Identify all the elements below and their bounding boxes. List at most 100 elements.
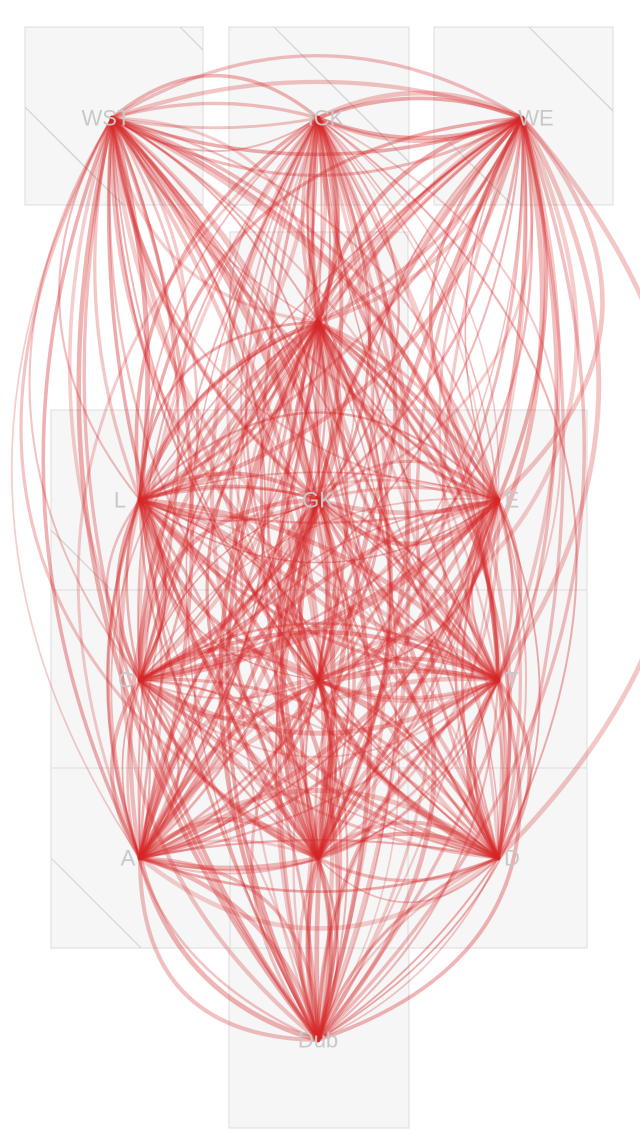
flow-line-n2-n12-1: [315, 115, 411, 861]
flow-line-n13-n4-1: [316, 320, 500, 860]
flow-line-n7-n4-1: [315, 319, 501, 503]
tile-texture-n11: [51, 857, 142, 948]
region-tile-n13: [407, 767, 588, 949]
flow-line-n3-n14-0: [275, 117, 523, 1041]
flow-line-n6-n14-0: [274, 498, 320, 1042]
flow-line-n8-n10-1: [137, 629, 501, 683]
flow-line-n8-n3-1: [139, 117, 523, 681]
flow-line-n9-n4-1: [266, 320, 320, 682]
flow-line-n1-n14-1: [109, 115, 373, 1043]
flow-line-n5-n14-1: [138, 498, 320, 1042]
flow-line-n4-n14-1: [317, 321, 398, 1041]
flow-line-n10-n7-1: [470, 498, 500, 682]
flow-line-n11-n6-0: [138, 498, 320, 860]
flow-line-n5-n8-0: [105, 498, 142, 682]
flow-line-n7-n10-0: [464, 497, 501, 683]
flow-line-n1-n9-0: [110, 116, 320, 682]
flow-line-n14-n2-0: [315, 115, 411, 1043]
flow-line-n4-n12-1: [317, 321, 392, 859]
flow-line-n7-n8-1: [137, 497, 501, 683]
flow-line-n3-n1-0: [110, 54, 524, 120]
flow-line-n3-n10-0: [372, 117, 523, 681]
flow-line-n8-n4-1: [137, 319, 321, 683]
flow-line-n4-n11-0: [110, 321, 319, 859]
flow-line-n12-n6-1: [279, 498, 320, 860]
flow-line-n4-n13-0: [267, 320, 500, 860]
flow-line-n4-n6-0: [300, 321, 319, 501]
flow-line-n9-n5-1: [138, 498, 320, 682]
flow-line-n1-n6-0: [109, 115, 321, 503]
flow-line-n14-n6-1: [277, 498, 320, 1042]
flow-line-n1-n13-1: [111, 117, 499, 859]
flow-line-n11-n7-0: [138, 498, 500, 860]
flow-line-n13-n6-1: [316, 498, 500, 860]
flow-line-n12-n13-0: [317, 857, 499, 904]
flow-line-n10-n5-1: [138, 498, 500, 682]
flow-line-n5-n9-0: [139, 499, 319, 681]
flow-line-n11-n1-1: [41, 116, 142, 860]
flow-line-n11-n9-0: [138, 678, 320, 860]
flow-line-n1-n6-1: [110, 116, 320, 502]
flow-line-n7-n9-1: [315, 497, 501, 683]
node-label-n7: E: [505, 488, 520, 513]
flow-line-n13-n12-0: [316, 820, 500, 860]
flow-line-n3-n8-1: [139, 117, 523, 681]
flow-line-n4-n7-0: [316, 320, 500, 502]
flow-line-n5-n7-1: [139, 471, 499, 501]
flow-line-n10-n4-0: [316, 320, 500, 682]
flow-line-n13-n10-0: [496, 678, 532, 860]
flow-line-n7-n14-1: [316, 498, 500, 1042]
flow-line-n11-n8-1: [121, 679, 141, 859]
flow-line-n2-n14-0: [234, 116, 320, 1042]
flow-line-n2-n5-0: [134, 116, 320, 502]
flow-line-n4-n9-1: [316, 320, 349, 682]
node-label-n8: C: [118, 668, 134, 693]
node-label-n14: Dub: [298, 1028, 338, 1053]
flow-line-n13-n11-1: [138, 856, 500, 894]
flow-line-n10-n3-0: [495, 115, 602, 683]
flow-line-n7-n13-1: [496, 498, 522, 860]
flow-line-n8-n13-0: [138, 678, 500, 860]
flow-line-n9-n10-0: [316, 678, 500, 700]
flow-line-n4-n8-1: [138, 320, 320, 682]
flow-line-n2-n5-1: [137, 115, 321, 503]
flow-line-n6-n2-1: [270, 116, 320, 502]
flow-line-n8-n2-0: [138, 116, 372, 682]
flow-line-n3-n8-0: [138, 116, 524, 682]
flow-line-n7-n2-1: [316, 116, 500, 502]
flow-line-n14-n4-1: [225, 320, 320, 1042]
flow-line-n10-n2-1: [317, 117, 499, 681]
flow-line-n5-n12-1: [137, 497, 321, 861]
flow-line-n10-n4-1: [317, 321, 499, 681]
flow-line-n1-n7-0: [110, 116, 500, 502]
flow-line-n3-n10-1: [496, 116, 561, 682]
flow-line-n7-n6-1: [315, 497, 501, 516]
flow-line-n10-n6-0: [316, 498, 500, 682]
flow-line-n14-n4-0: [316, 320, 435, 1042]
flow-line-n10-n9-0: [316, 635, 500, 682]
flow-line-n9-n6-1: [289, 497, 321, 683]
flow-line-n14-n1-1: [82, 116, 320, 1042]
flow-line-n6-n8-0: [137, 497, 321, 683]
flow-line-n3-n13-0: [441, 116, 524, 860]
node-label-n3: WE: [518, 106, 553, 131]
flow-line-n1-n11-0: [11, 117, 141, 859]
flow-line-n1-n14-0: [76, 115, 321, 1043]
flow-line-n10-n6-1: [317, 499, 499, 681]
region-tile-n12: [229, 767, 409, 949]
flow-line-n7-n12-0: [314, 498, 500, 860]
flow-line-n13-n11-0: [137, 788, 501, 861]
region-tile-n11: [50, 767, 231, 949]
flow-line-n2-n1-1: [110, 116, 320, 130]
flow-line-n14-n5-0: [137, 497, 341, 1043]
flow-line-n5-n3-0: [138, 116, 524, 502]
flow-line-n9-n5-0: [137, 497, 321, 683]
flow-line-n1-n9-1: [110, 116, 328, 682]
flow-line-n13-n3-0: [495, 115, 640, 861]
flow-line-n8-n6-0: [138, 498, 320, 682]
flow-line-n8-n11-0: [110, 678, 142, 860]
flow-line-n2-n13-0: [244, 116, 500, 860]
flow-line-n10-n8-1: [137, 677, 501, 736]
flow-line-n10-n1-0: [109, 115, 501, 683]
